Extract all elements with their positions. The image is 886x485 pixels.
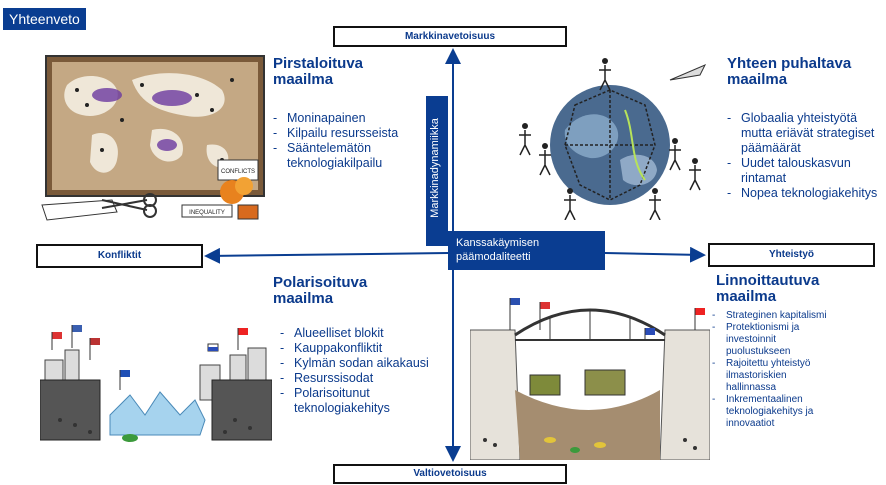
quadrant-title-bottom-left-line2: maailma — [273, 290, 334, 307]
list-item: Nopea teknologiakehitys — [727, 186, 883, 201]
quadrant-title-bottom-left-line1: Polarisoituva — [273, 274, 368, 291]
center-label: Kanssakäymisen päämodaliteetti — [448, 231, 605, 270]
list-item: Globaalia yhteistyötä mutta eriävät stra… — [727, 111, 883, 156]
quadrant-title-top-right-line2: maailma — [727, 71, 788, 88]
quadrant-list-top-left: Moninapainen Kilpailu resursseista Säänt… — [273, 111, 418, 171]
fragmented-world-illustration: CONFLICTS INEQUALITY — [41, 55, 265, 221]
list-item: Protektionismi ja investoinnit puolustuk… — [712, 322, 826, 358]
list-item: Resurssisodat — [280, 371, 430, 386]
quadrant-list-top-right: Globaalia yhteistyötä mutta eriävät stra… — [727, 111, 883, 201]
quadrant-list-bottom-right: Strateginen kapitalismi Protektionismi j… — [712, 310, 882, 430]
inequality-tag-text: INEQUALITY — [189, 210, 225, 216]
center-label-line2: päämodaliteetti — [456, 251, 531, 263]
list-item: Sääntelemätön teknologiakilpailu — [273, 141, 418, 171]
polarized-world-illustration — [40, 325, 272, 442]
center-label-line1: Kanssakäymisen — [456, 237, 540, 249]
quadrant-title-bottom-right-line1: Linnoittautuva — [716, 272, 820, 289]
axis-left-label: Konfliktit — [36, 244, 203, 268]
list-item: Kilpailu resursseista — [273, 126, 418, 141]
vertical-axis-label: Markkinadynamiikka — [429, 118, 441, 218]
axis-bottom-label: Valtiovetoisuus — [333, 464, 567, 484]
quadrant-title-bottom-left: Polarisoituva maailma — [273, 275, 367, 307]
cooperative-world-illustration — [519, 58, 707, 220]
quadrant-title-top-left-line1: Pirstaloituva — [273, 55, 364, 72]
quadrant-list-bottom-left: Alueelliset blokit Kauppakonfliktit Kylm… — [280, 326, 430, 416]
horizontal-axis-left — [204, 247, 449, 264]
list-item: Inkrementaalinen teknologiakehitys ja in… — [712, 394, 836, 430]
quadrant-title-top-left-line2: maailma — [273, 71, 334, 88]
axis-right-label: Yhteistyö — [708, 243, 875, 267]
list-item: Uudet talouskasvun rintamat — [727, 156, 883, 186]
list-item: Strateginen kapitalismi — [712, 310, 882, 322]
list-item: Polarisoitunut teknologiakehitys — [280, 386, 430, 416]
quadrant-title-top-left: Pirstaloituva maailma — [273, 56, 363, 88]
quadrant-title-bottom-right: Linnoittautuva maailma — [716, 273, 819, 305]
section-tag: Yhteenveto — [3, 8, 86, 30]
fortified-world-illustration — [470, 298, 710, 460]
horizontal-axis-right — [604, 246, 706, 263]
list-item: Rajoitettu yhteistyö ilmastoriskien hall… — [712, 358, 836, 394]
axis-top-label: Markkinavetoisuus — [333, 26, 567, 47]
quadrant-title-bottom-right-line2: maailma — [716, 288, 777, 305]
quadrant-title-top-right-line1: Yhteen puhaltava — [727, 55, 852, 72]
list-item: Kylmän sodan aikakausi — [280, 356, 430, 371]
list-item: Moninapainen — [273, 111, 418, 126]
list-item: Kauppakonfliktit — [280, 341, 430, 356]
list-item: Alueelliset blokit — [280, 326, 430, 341]
conflicts-card-text: CONFLICTS — [221, 169, 255, 175]
quadrant-title-top-right: Yhteen puhaltava maailma — [727, 56, 851, 88]
